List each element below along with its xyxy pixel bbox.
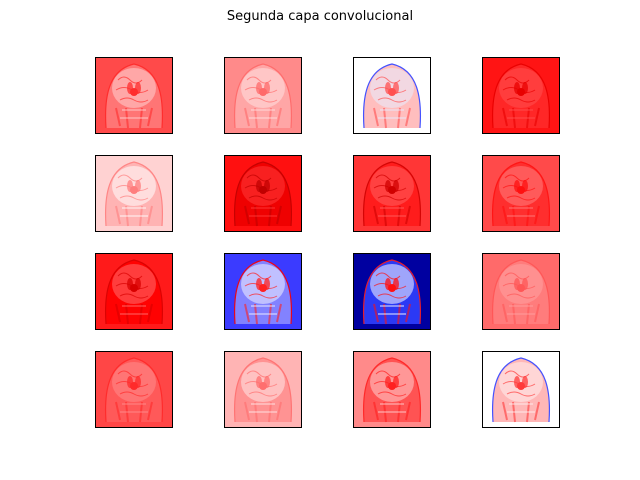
brain-scan-image	[225, 58, 301, 133]
brain-scan-image	[483, 156, 559, 231]
feature-map-7	[353, 155, 431, 232]
feature-map-6	[224, 155, 302, 232]
brain-scan-image	[96, 58, 172, 133]
feature-map-4	[482, 57, 560, 134]
feature-map-11	[353, 253, 431, 330]
brain-scan-image	[354, 156, 430, 231]
feature-map-13	[95, 351, 173, 428]
brain-scan-image	[354, 58, 430, 133]
feature-map-2	[224, 57, 302, 134]
brain-scan-image	[96, 352, 172, 427]
feature-map-grid	[95, 57, 561, 429]
feature-map-5	[95, 155, 173, 232]
brain-scan-image	[225, 352, 301, 427]
figure-title: Segunda capa convolucional	[226, 9, 414, 24]
feature-map-14	[224, 351, 302, 428]
brain-scan-image	[483, 254, 559, 329]
feature-map-3	[353, 57, 431, 134]
brain-scan-image	[483, 352, 559, 427]
feature-map-10	[224, 253, 302, 330]
brain-scan-image	[96, 254, 172, 329]
brain-scan-image	[96, 156, 172, 231]
brain-scan-image	[354, 254, 430, 329]
feature-map-9	[95, 253, 173, 330]
feature-map-15	[353, 351, 431, 428]
feature-map-12	[482, 253, 560, 330]
feature-map-1	[95, 57, 173, 134]
brain-scan-image	[483, 58, 559, 133]
feature-map-8	[482, 155, 560, 232]
brain-scan-image	[354, 352, 430, 427]
brain-scan-image	[225, 254, 301, 329]
feature-map-16	[482, 351, 560, 428]
brain-scan-image	[225, 156, 301, 231]
